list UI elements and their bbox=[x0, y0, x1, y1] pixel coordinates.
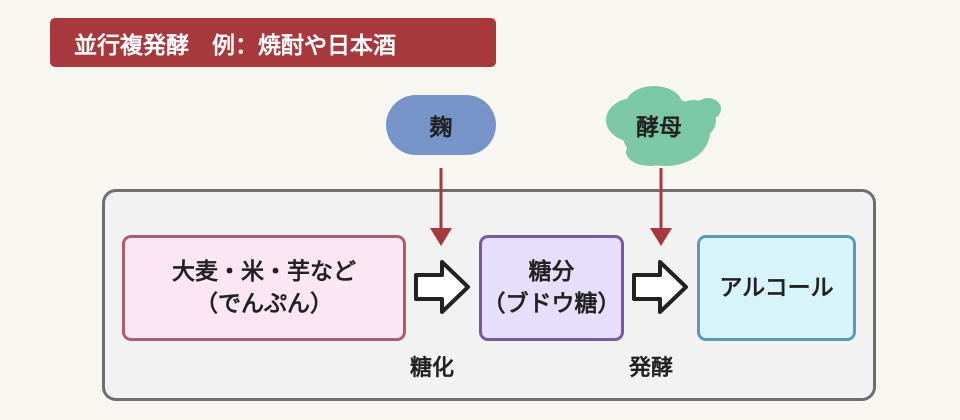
alcohol-box: アルコール bbox=[697, 235, 856, 341]
saccharification-label: 糖化 bbox=[410, 356, 455, 381]
alcohol-label: アルコール bbox=[719, 274, 834, 301]
sugar-box: 糖分 （ブドウ糖） bbox=[479, 235, 624, 341]
starch-label: 大麦・米・芋など bbox=[172, 258, 356, 285]
yeast-arrow bbox=[650, 168, 672, 246]
saccharification-arrow bbox=[414, 260, 470, 314]
fermentation-label: 発酵 bbox=[629, 356, 674, 381]
sugar-sublabel: （ブドウ糖） bbox=[482, 291, 621, 317]
title-banner: 並行複発酵 例：焼酎や日本酒 bbox=[50, 18, 496, 67]
starch-box: 大麦・米・芋など （でんぷん） bbox=[122, 235, 406, 341]
starch-sublabel: （でんぷん） bbox=[195, 291, 333, 317]
yeast-label: 酵母 bbox=[636, 115, 682, 141]
fermentation-arrow bbox=[632, 260, 688, 314]
diagram-title: 並行複発酵 例：焼酎や日本酒 bbox=[74, 32, 396, 59]
sugar-label: 糖分 bbox=[528, 258, 575, 285]
koji-badge: 麹 bbox=[386, 95, 496, 155]
yeast-blob bbox=[606, 86, 721, 166]
koji-label: 麹 bbox=[429, 115, 453, 141]
koji-arrow bbox=[430, 168, 452, 246]
